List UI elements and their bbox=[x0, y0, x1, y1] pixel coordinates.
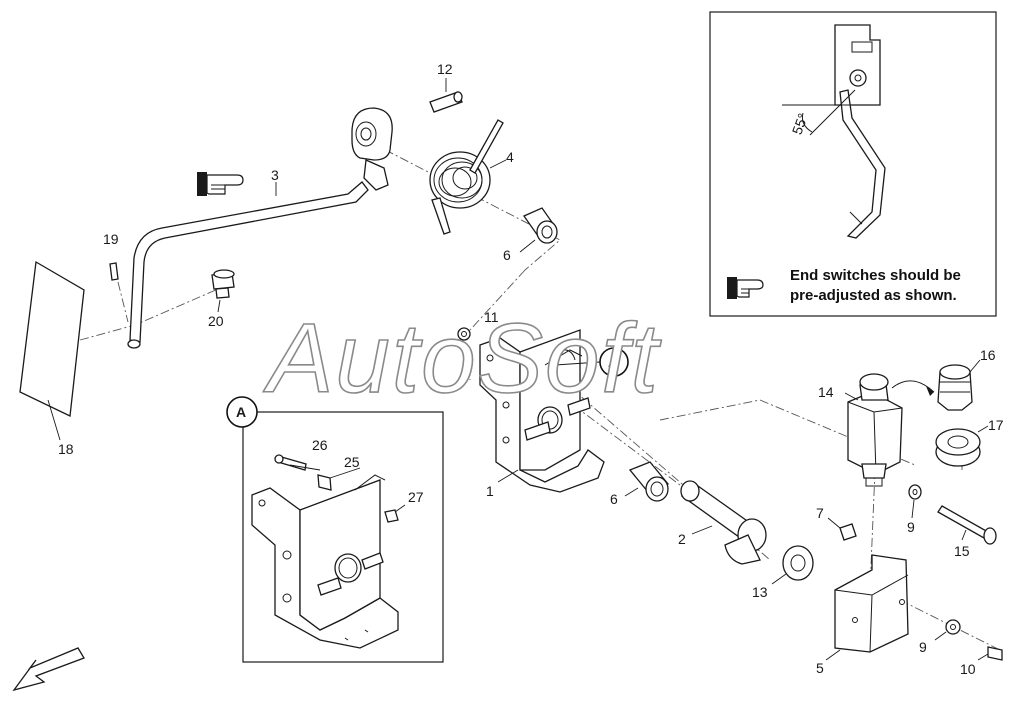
callout-26: 26 bbox=[312, 437, 328, 453]
callout-6-lower: 6 bbox=[610, 491, 618, 507]
callout-16: 16 bbox=[980, 347, 996, 363]
part-3-pedal-arm bbox=[127, 107, 393, 349]
part-16-gland bbox=[937, 359, 981, 411]
callout-9-upper: 9 bbox=[907, 519, 915, 535]
inset-note-line-2: pre-adjusted as shown. bbox=[790, 287, 957, 304]
callout-27: 27 bbox=[408, 489, 424, 505]
watermark: AutoSoft bbox=[263, 303, 662, 413]
callout-3: 3 bbox=[271, 167, 279, 183]
part-18-pad bbox=[19, 260, 85, 441]
part-5-cam-block bbox=[825, 554, 909, 661]
callout-18: 18 bbox=[58, 441, 74, 457]
part-4-spring bbox=[429, 119, 507, 235]
part-12-pin bbox=[429, 78, 463, 113]
part-20-bolt bbox=[211, 269, 235, 313]
part-9-washer-lower bbox=[934, 619, 961, 641]
callout-labels: 1 2 3 4 5 6 6 7 9 9 10 11 12 13 14 15 16… bbox=[58, 61, 1004, 677]
part-19-pin bbox=[109, 262, 119, 281]
direction-arrow-icon bbox=[12, 647, 85, 692]
detail-a-marker-label: A bbox=[608, 354, 618, 370]
callout-20: 20 bbox=[208, 313, 224, 329]
callout-6-upper: 6 bbox=[503, 247, 511, 263]
part-9-washer-upper bbox=[908, 484, 922, 519]
detail-a-box bbox=[242, 411, 444, 663]
part-11-nut bbox=[457, 327, 471, 341]
callout-11: 11 bbox=[484, 309, 499, 325]
part-14-end-switch bbox=[844, 373, 935, 487]
callout-7: 7 bbox=[816, 505, 824, 521]
callout-1: 1 bbox=[486, 483, 494, 499]
callout-25: 25 bbox=[344, 454, 360, 470]
inset-adjustment-detail: 55° End switches should be pre-adjusted … bbox=[709, 11, 997, 317]
callout-9-lower: 9 bbox=[919, 639, 927, 655]
part-15-screw bbox=[937, 505, 997, 545]
part-13-washer bbox=[771, 545, 814, 585]
detail-a-marker: A bbox=[554, 347, 629, 377]
part-10-screw bbox=[977, 646, 1003, 661]
callout-4: 4 bbox=[506, 149, 514, 165]
pointing-hand-icon bbox=[727, 277, 764, 299]
callout-19: 19 bbox=[103, 231, 119, 247]
inset-note-line-1: End switches should be bbox=[790, 267, 961, 284]
part-17-nut bbox=[935, 425, 989, 467]
callout-10: 10 bbox=[960, 661, 976, 677]
angle-label: 55° bbox=[789, 111, 811, 136]
callout-13: 13 bbox=[752, 584, 768, 600]
callout-2: 2 bbox=[678, 531, 686, 547]
part-6-bushing-upper bbox=[519, 207, 558, 253]
callout-15: 15 bbox=[954, 543, 970, 559]
part-7-pin bbox=[827, 517, 857, 541]
callout-5: 5 bbox=[816, 660, 824, 676]
part-6-bushing-lower bbox=[624, 461, 670, 502]
part-1-bracket bbox=[479, 329, 605, 493]
detail-a-box-marker: A bbox=[226, 396, 258, 428]
pointing-hand-icon bbox=[197, 172, 244, 196]
part-2-shaft bbox=[680, 480, 767, 565]
callout-17: 17 bbox=[988, 417, 1004, 433]
callout-12: 12 bbox=[437, 61, 453, 77]
detail-a-box-marker-label: A bbox=[236, 404, 246, 420]
callout-14: 14 bbox=[818, 384, 834, 400]
